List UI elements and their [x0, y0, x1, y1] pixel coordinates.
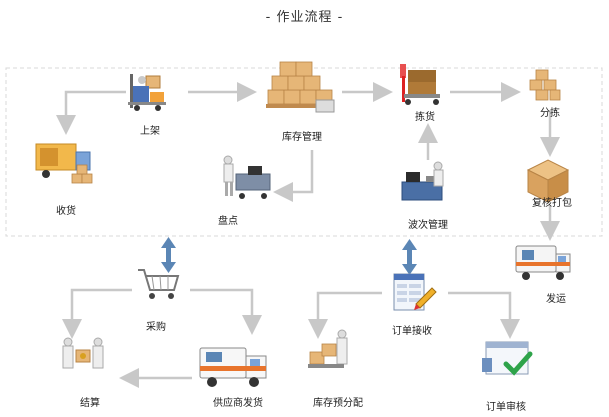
- node-inventory: 库存管理: [282, 132, 322, 143]
- node-recheck-pack: 复核打包: [532, 198, 572, 209]
- node-sorting: 分拣: [540, 108, 560, 119]
- node-purchase: 采购: [146, 322, 166, 333]
- shopping-cart-icon: [138, 269, 180, 299]
- worker-terminal-icon: [401, 161, 444, 201]
- arrow-purchase-to-settlement: [62, 288, 132, 339]
- node-order-audit: 订单审核: [486, 402, 526, 413]
- forklift-icon: [128, 74, 166, 111]
- order-form-icon: [393, 273, 437, 311]
- node-picking: 拣货: [415, 112, 435, 123]
- small-boxes-icon: [529, 69, 561, 101]
- box-stack-icon: [266, 61, 335, 113]
- supplier-truck-icon: [199, 347, 267, 387]
- node-supplier-ship: 供应商发货: [213, 398, 263, 409]
- flow-arrows: [56, 82, 560, 388]
- arrow-order-to-prealloc: [308, 291, 382, 339]
- node-stocktake: 盘点: [218, 216, 238, 227]
- order-audit-icon: [482, 341, 533, 376]
- node-shipping: 发运: [546, 294, 566, 305]
- node-stock-prealloc: 库存预分配: [313, 398, 363, 409]
- worker-boxes-icon: [308, 329, 348, 368]
- link-arrows: [161, 237, 417, 275]
- node-wave: 波次管理: [408, 220, 448, 231]
- workers-handshake-icon: [62, 337, 104, 369]
- arrow-purchase-to-supplier: [190, 288, 262, 335]
- arrow-purchase-link: [161, 237, 176, 273]
- pallet-jack-icon: [400, 64, 440, 105]
- node-receiving: 收货: [56, 206, 76, 217]
- arrow-inventory-to-stocktake: [273, 150, 314, 202]
- arrow-order-to-audit: [448, 291, 520, 339]
- node-putaway: 上架: [140, 126, 160, 137]
- worker-cart-icon: [223, 155, 271, 199]
- sealed-box-icon: [526, 159, 570, 203]
- node-settlement: 结算: [80, 398, 100, 409]
- node-order-receive: 订单接收: [392, 326, 432, 337]
- arrow-putaway-to-receiving: [56, 90, 126, 135]
- arrow-order-link: [402, 239, 417, 275]
- page-title: - 作业流程 -: [265, 10, 344, 25]
- delivery-truck-icon: [35, 143, 93, 184]
- shipping-truck-icon: [515, 245, 571, 280]
